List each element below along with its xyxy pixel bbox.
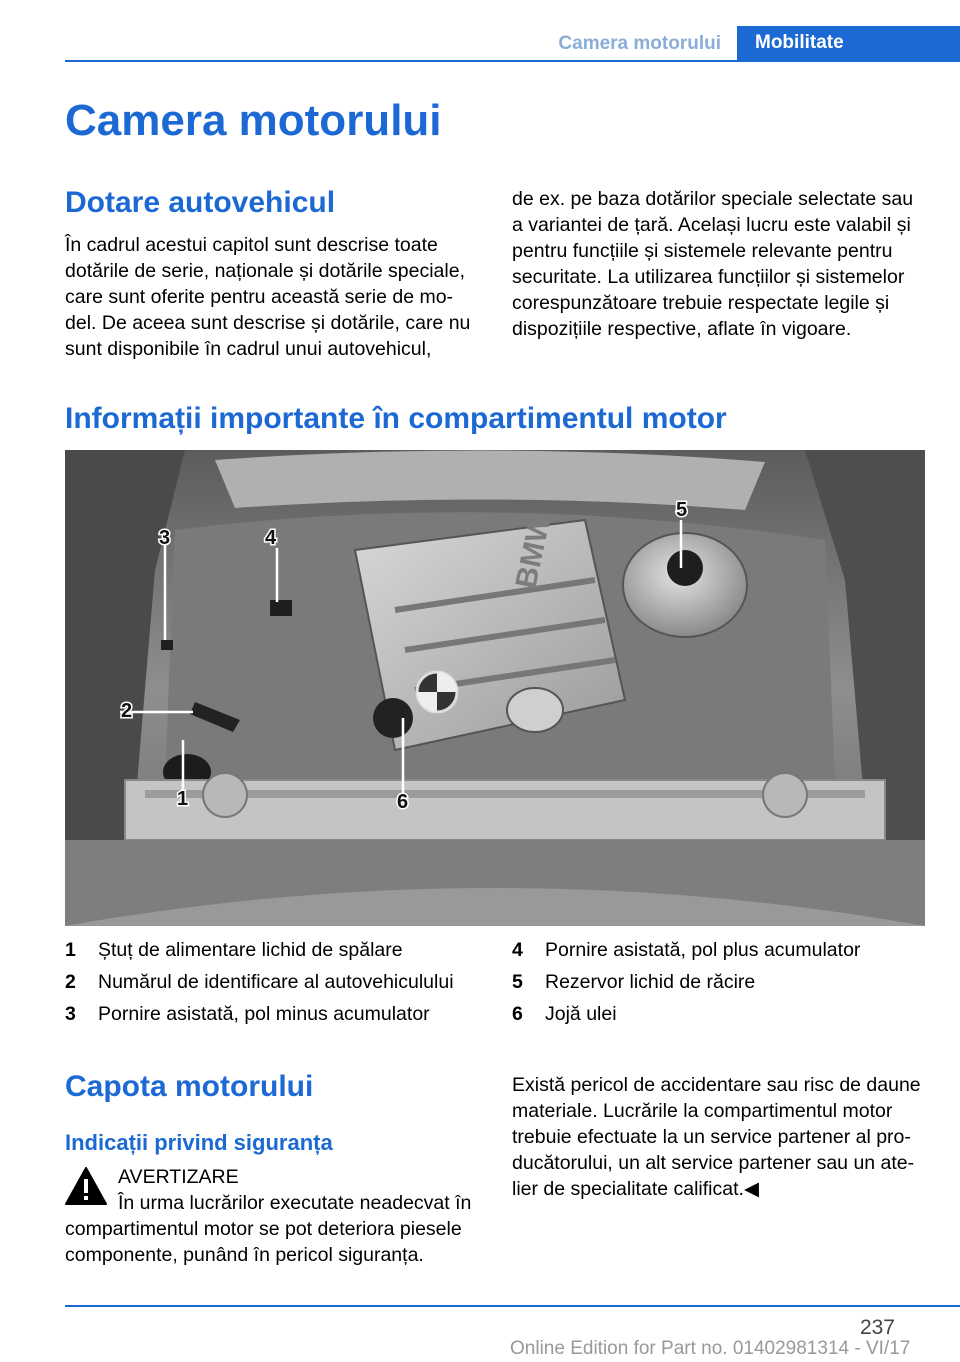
legend-number: 1: [65, 939, 76, 961]
section-heading-informatii: Informații importante în compartimentul …: [65, 402, 727, 435]
edition-footer: Online Edition for Part no. 01402981314 …: [510, 1338, 911, 1359]
page-number: 237: [859, 1316, 895, 1339]
legend-number: 2: [65, 971, 76, 993]
legend-item: 4 Pornire asistată, pol plus acumulator: [512, 934, 932, 966]
legend-number: 5: [512, 971, 523, 993]
callout-2: 2: [121, 700, 132, 722]
text-line: securitate. La utilizarea funcțiilor și …: [512, 266, 905, 288]
callout-6: 6: [397, 791, 408, 813]
header-chapter-tab[interactable]: Mobilitate: [737, 26, 960, 62]
footer-rule: [65, 1305, 960, 1307]
callout-3: 3: [159, 527, 170, 549]
warning-triangle-icon: [65, 1167, 107, 1205]
legend-number: 6: [512, 1003, 523, 1025]
text-line: dispozițiile respective, aflate în vigoa…: [512, 318, 852, 340]
text-line: pentru funcțiile și sistemele relevante …: [512, 240, 893, 262]
legend-number: 4: [512, 939, 523, 961]
text-line: del. De aceea sunt descrise și dotările,…: [65, 312, 471, 334]
text-line: În cadrul acestui capitol sunt descrise …: [65, 234, 438, 256]
subheading-safety: Indicații privind siguranța: [65, 1130, 333, 1155]
legend-column-left: 1 Ștuț de alimentare lichid de spălare 2…: [65, 934, 495, 1030]
legend-text: Ștuț de alimentare lichid de spălare: [98, 939, 403, 961]
section1-col1-paragraph: În cadrul acestui capitol sunt descrise …: [65, 232, 470, 362]
legend-text: Pornire asistată, pol plus acumulator: [545, 939, 861, 961]
warning-label: AVERTIZARE În urma lucrărilor executate …: [118, 1164, 471, 1216]
text-line: În urma lucrărilor executate neadecvat î…: [118, 1192, 472, 1214]
legend-item: 5 Rezervor lichid de răcire: [512, 966, 932, 998]
section1-col2-paragraph: de ex. pe baza dotărilor speciale select…: [512, 186, 913, 342]
text-line: dotările de serie, naționale și dotările…: [65, 260, 465, 282]
text-line: sunt disponibile în cadrul unui autovehi…: [65, 338, 432, 360]
section-heading-capota: Capota motorului: [65, 1070, 314, 1103]
text-line: de ex. pe baza dotărilor speciale select…: [512, 188, 914, 210]
callout-1: 1: [177, 788, 188, 810]
warning-title: AVERTIZARE: [118, 1166, 239, 1188]
engine-compartment-photo: BMW 1 2 3 4 5 6: [65, 450, 925, 926]
legend-column-right: 4 Pornire asistată, pol plus acumulator …: [512, 934, 932, 1030]
text-line: a variantei de țară. Același lucru este …: [512, 214, 911, 236]
text-line: care sunt oferite pentru această serie d…: [65, 286, 454, 308]
oil-dipstick-cap: [373, 698, 413, 738]
legend-text: Rezervor lichid de răcire: [545, 971, 756, 993]
warning-paragraph: compartimentul motor se pot deteriora pi…: [65, 1216, 462, 1268]
page-title: Camera motorului: [65, 96, 442, 145]
legend-text: Pornire asistată, pol minus acumulator: [98, 1003, 430, 1025]
section3-col2-paragraph: Există pericol de accidentare sau risc d…: [512, 1072, 921, 1202]
legend-text: Numărul de identificare al autovehiculul…: [98, 971, 454, 993]
engine-compartment-illustration: BMW 1 2 3 4 5 6: [65, 450, 925, 926]
legend-item: 1 Ștuț de alimentare lichid de spălare: [65, 934, 495, 966]
text-line: lier de specialitate calificat.◀: [512, 1178, 759, 1200]
legend-item: 6 Joјă ulei: [512, 998, 932, 1030]
legend-number: 3: [65, 1003, 76, 1025]
text-line: ducătorului, un alt service partener sau…: [512, 1152, 915, 1174]
callout-5: 5: [676, 499, 687, 521]
legend-item: 2 Numărul de identificare al autovehicul…: [65, 966, 495, 998]
section-heading-dotare: Dotare autovehicul: [65, 186, 336, 219]
callout-4: 4: [265, 527, 277, 549]
text-line: corespunzătoare trebuie respectate legil…: [512, 292, 890, 314]
text-line: materiale. Lucrările la compartimentul m…: [512, 1100, 893, 1122]
header-rule: [65, 60, 960, 62]
header-section-tab[interactable]: Camera motorului: [558, 33, 721, 54]
text-line: Există pericol de accidentare sau risc d…: [512, 1074, 921, 1096]
text-line: trebuie efectuate la un service partener…: [512, 1126, 911, 1148]
text-line: compartimentul motor se pot deteriora pi…: [65, 1218, 462, 1240]
legend-text: Joјă ulei: [545, 1003, 617, 1025]
legend-item: 3 Pornire asistată, pol minus acumulator: [65, 998, 495, 1030]
text-line: componente, punând în pericol siguranța.: [65, 1244, 424, 1266]
